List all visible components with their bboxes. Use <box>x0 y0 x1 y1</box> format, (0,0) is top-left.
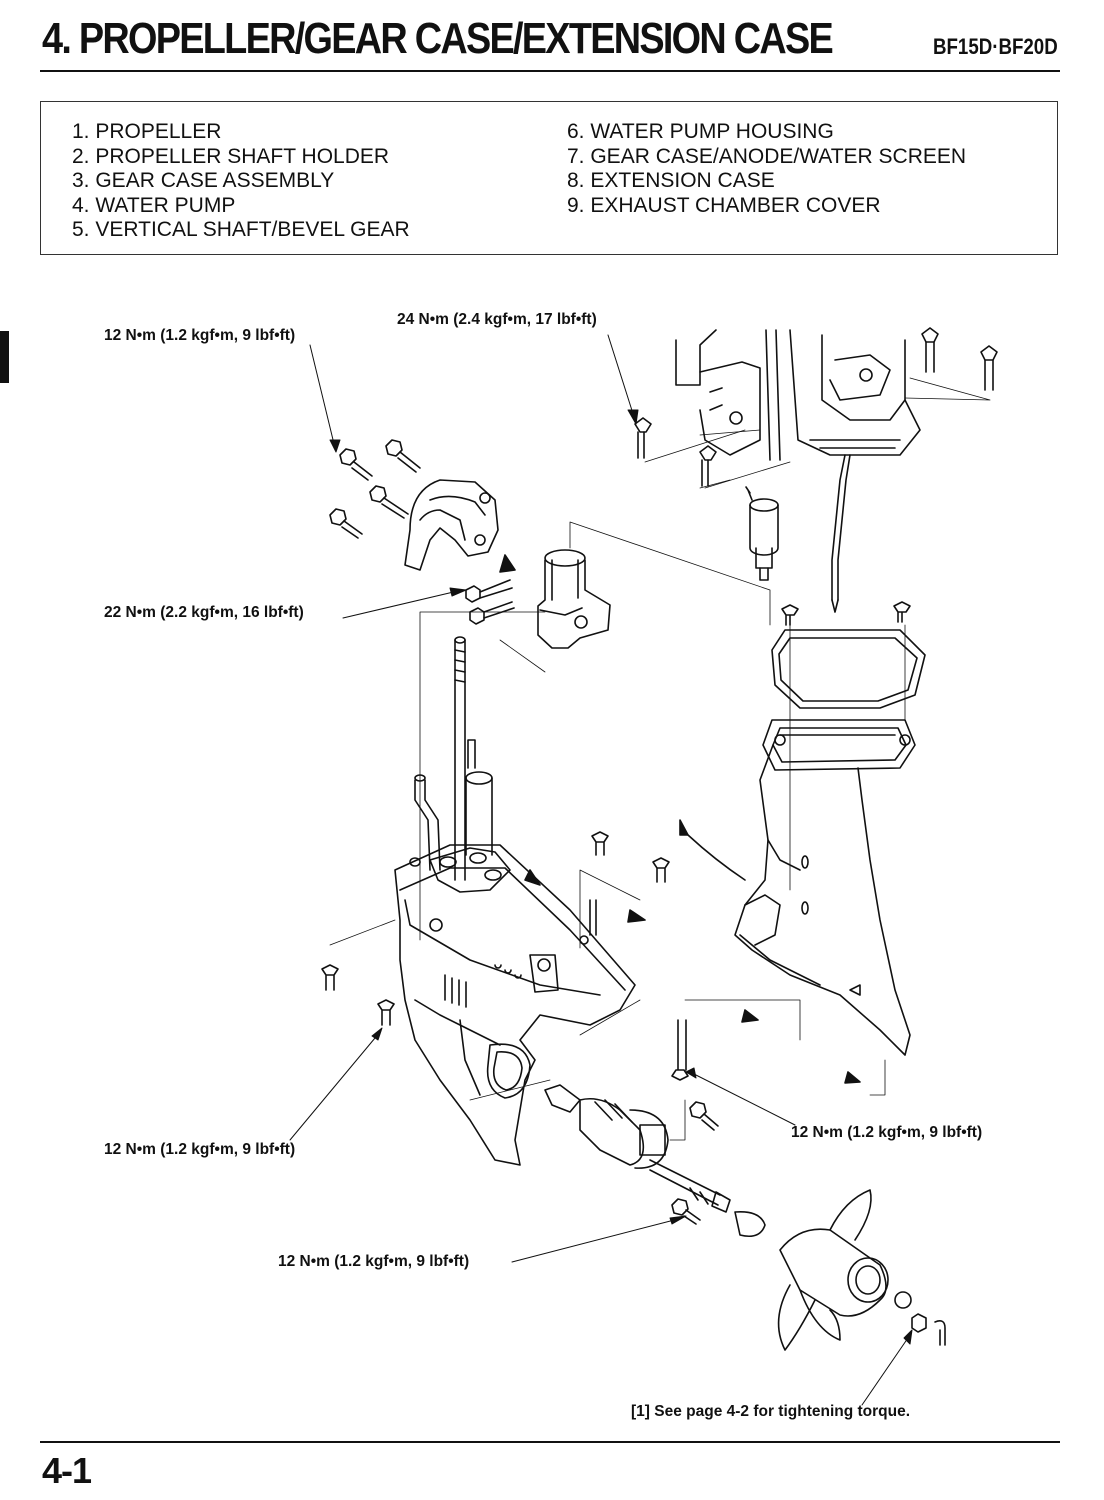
index-item: 9. EXHAUST CHAMBER COVER <box>567 193 881 217</box>
torque-callout: 12 N•m (1.2 kgf•m, 9 lbf•ft) <box>104 1141 296 1158</box>
callout-leader-lines <box>289 334 913 1406</box>
parts-index-right: 6. WATER PUMP HOUSING 7. GEAR CASE/ANODE… <box>567 120 966 218</box>
page-number: 4-1 <box>42 1450 92 1491</box>
propeller-shaft-assembly <box>544 1084 766 1238</box>
header-rule <box>40 70 1060 72</box>
parts-index-left: 1. PROPELLER 2. PROPELLER SHAFT HOLDER 3… <box>72 120 410 243</box>
index-item: 1. PROPELLER <box>72 120 222 143</box>
gear-case-assembly <box>394 844 646 1166</box>
model-label: BF15D·BF20D <box>933 34 1058 59</box>
bolt-group-top-right <box>634 327 998 489</box>
index-item: 2. PROPELLER SHAFT HOLDER <box>72 144 390 168</box>
water-pump-housing <box>499 549 611 649</box>
propeller-shaft-holder-clamp <box>404 479 499 571</box>
section-tab-marker <box>0 331 9 383</box>
footer-rule <box>40 1441 1060 1443</box>
bolt-group-gear-case <box>321 831 719 1131</box>
index-item: 7. GEAR CASE/ANODE/WATER SCREEN <box>567 144 967 168</box>
water-pump-housing-tube <box>745 486 779 581</box>
exhaust-chamber-cover <box>675 329 921 613</box>
index-item: 4. WATER PUMP <box>72 193 236 217</box>
extension-case-gasket <box>771 601 926 709</box>
torque-callout: 22 N•m (2.2 kgf•m, 16 lbf•ft) <box>104 604 304 621</box>
torque-callout: 24 N•m (2.4 kgf•m, 17 lbf•ft) <box>397 311 597 328</box>
index-item: 8. EXTENSION CASE <box>567 169 775 192</box>
index-item: 6. WATER PUMP HOUSING <box>567 120 834 143</box>
index-item: 3. GEAR CASE ASSEMBLY <box>72 169 335 192</box>
index-item: 5. VERTICAL SHAFT/BEVEL GEAR <box>72 218 410 241</box>
exploded-view-diagram <box>289 327 998 1406</box>
torque-callout: 12 N•m (1.2 kgf•m, 9 lbf•ft) <box>104 327 296 344</box>
propeller <box>777 1189 946 1351</box>
bolt-group-left <box>329 439 515 625</box>
parts-index-box: 1. PROPELLER 2. PROPELLER SHAFT HOLDER 3… <box>40 101 1058 255</box>
page-title: 4. PROPELLER/GEAR CASE/EXTENSION CASE <box>42 14 834 63</box>
extension-case <box>679 719 916 1084</box>
vertical-shaft <box>414 636 493 881</box>
reference-note: [1] See page 4-2 for tightening torque. <box>631 1403 911 1420</box>
torque-callout: 12 N•m (1.2 kgf•m, 9 lbf•ft) <box>278 1253 470 1270</box>
assembly-guide-lines <box>329 429 906 1141</box>
torque-callout: 12 N•m (1.2 kgf•m, 9 lbf•ft) <box>791 1124 983 1141</box>
